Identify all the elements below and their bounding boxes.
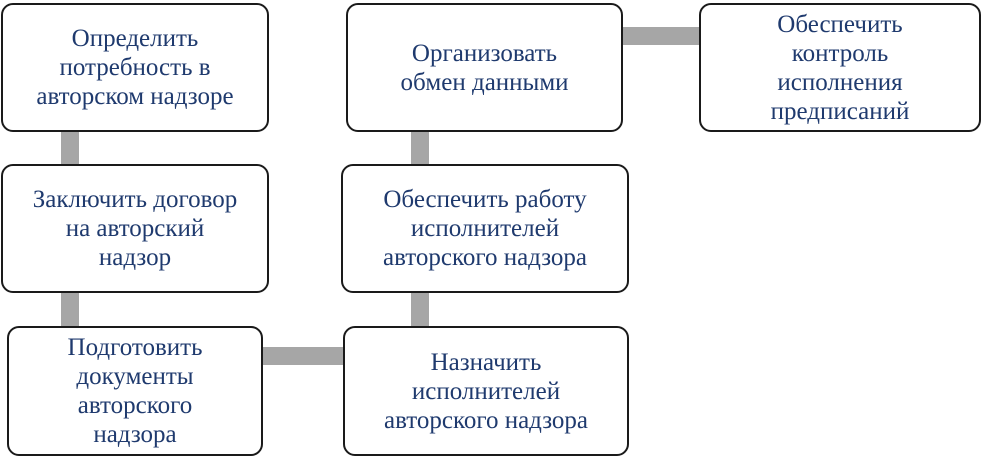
node-conclude-contract: Заключить договор на авторский надзор: [1, 164, 269, 293]
connector-exchange-to-control: [623, 27, 699, 45]
node-determine-need: Определить потребность в авторском надзо…: [1, 3, 269, 132]
node-ensure-executors-work: Обеспечить работу исполнителей авторског…: [341, 164, 629, 293]
connector-determine-to-contract: [61, 132, 79, 164]
connector-prepare-to-appoint: [263, 347, 343, 365]
node-appoint-executors: Назначить исполнителей авторского надзор…: [343, 326, 629, 456]
connector-contract-to-prepare: [61, 293, 79, 326]
node-prepare-documents: Подготовить документы авторского надзора: [7, 326, 263, 456]
connector-appoint-to-ensure-work: [411, 293, 429, 326]
node-organize-data-exchange: Организовать обмен данными: [346, 3, 623, 132]
node-ensure-control: Обеспечить контроль исполнения предписан…: [699, 3, 981, 132]
connector-ensure-work-to-exchange: [411, 132, 429, 164]
